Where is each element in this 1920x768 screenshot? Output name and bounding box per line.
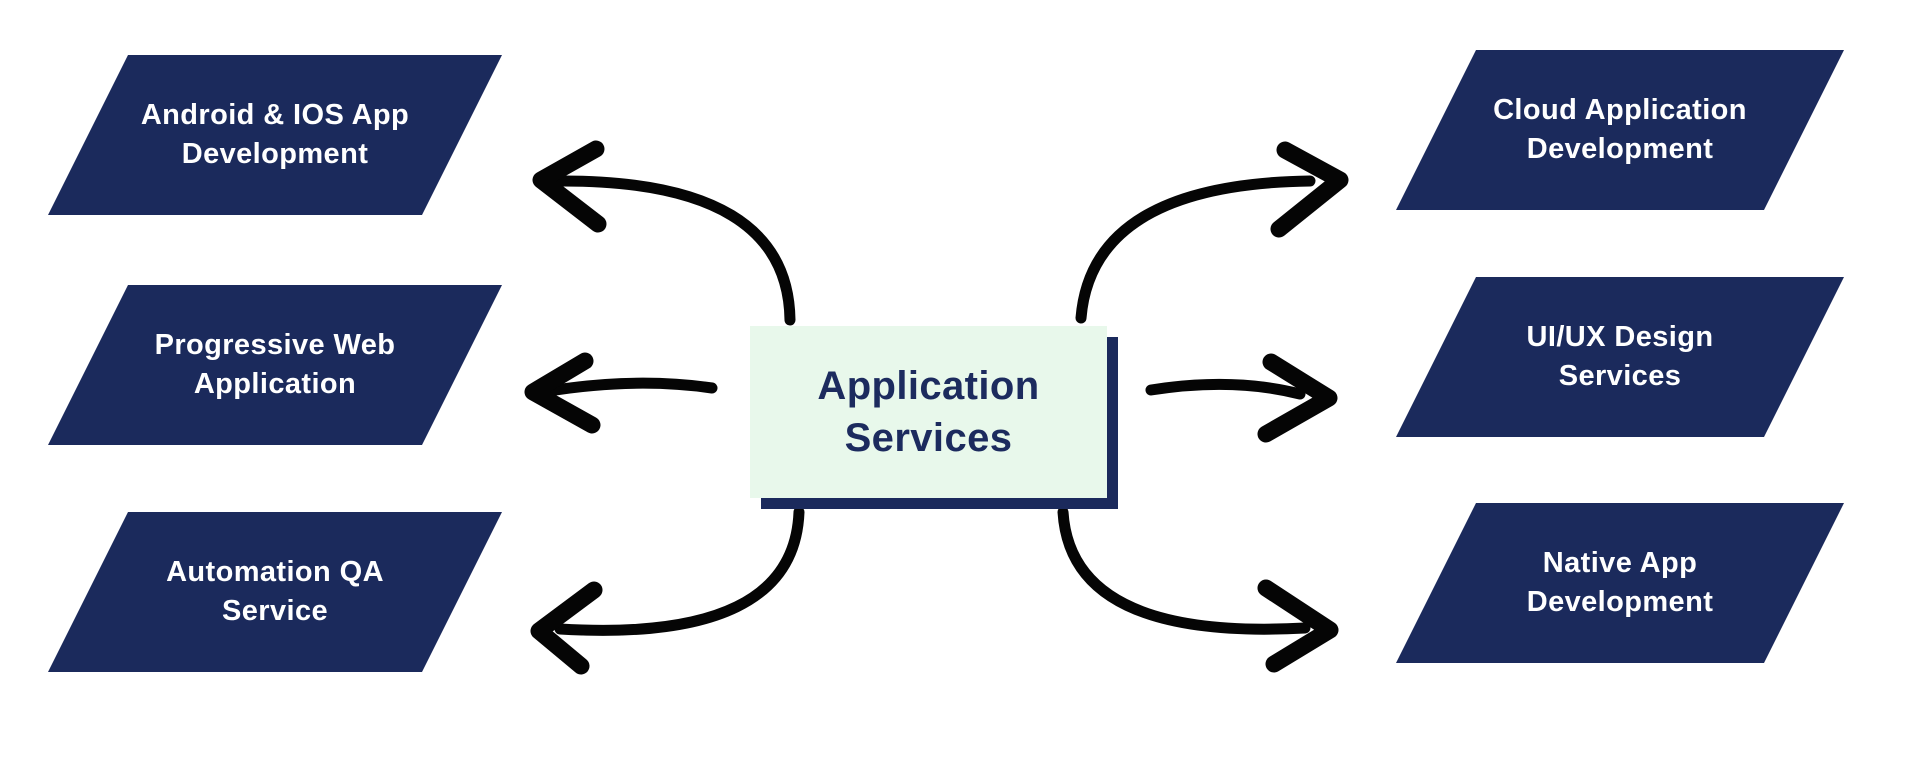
node-cloud-application-development: Cloud Application Development (1396, 50, 1844, 210)
node-label-progressive-web-application: Progressive Web Application (154, 329, 396, 400)
node-android-ios-app-development: Android & IOS App Development (48, 55, 502, 215)
arrow-to-automation-qa-service (530, 506, 805, 675)
arrow-to-native-app-development (1057, 506, 1339, 673)
node-label-android-ios-app-development: Android & IOS App Development (140, 99, 410, 170)
arrow-to-cloud-application-development (1075, 141, 1349, 324)
node-automation-qa-service: Automation QA Service (48, 512, 502, 672)
node-label-cloud-application-development: Cloud Application Development (1493, 94, 1747, 165)
node-label-automation-qa-service: Automation QA Service (166, 556, 384, 627)
node-uiux-design-services: UI/UX Design Services (1396, 277, 1844, 437)
arrow-to-android-ios-app-development (532, 140, 796, 326)
arrow-to-progressive-web-application (524, 352, 718, 434)
node-label-native-app-development: Native App Development (1526, 547, 1714, 618)
node-label-uiux-design-services: UI/UX Design Services (1526, 321, 1714, 392)
center-node-application-services: Application Services (750, 326, 1107, 498)
node-progressive-web-application: Progressive Web Application (48, 285, 502, 445)
arrow-to-uiux-design-services (1145, 353, 1338, 443)
center-node-label: Application Services (817, 364, 1040, 460)
node-native-app-development: Native App Development (1396, 503, 1844, 663)
